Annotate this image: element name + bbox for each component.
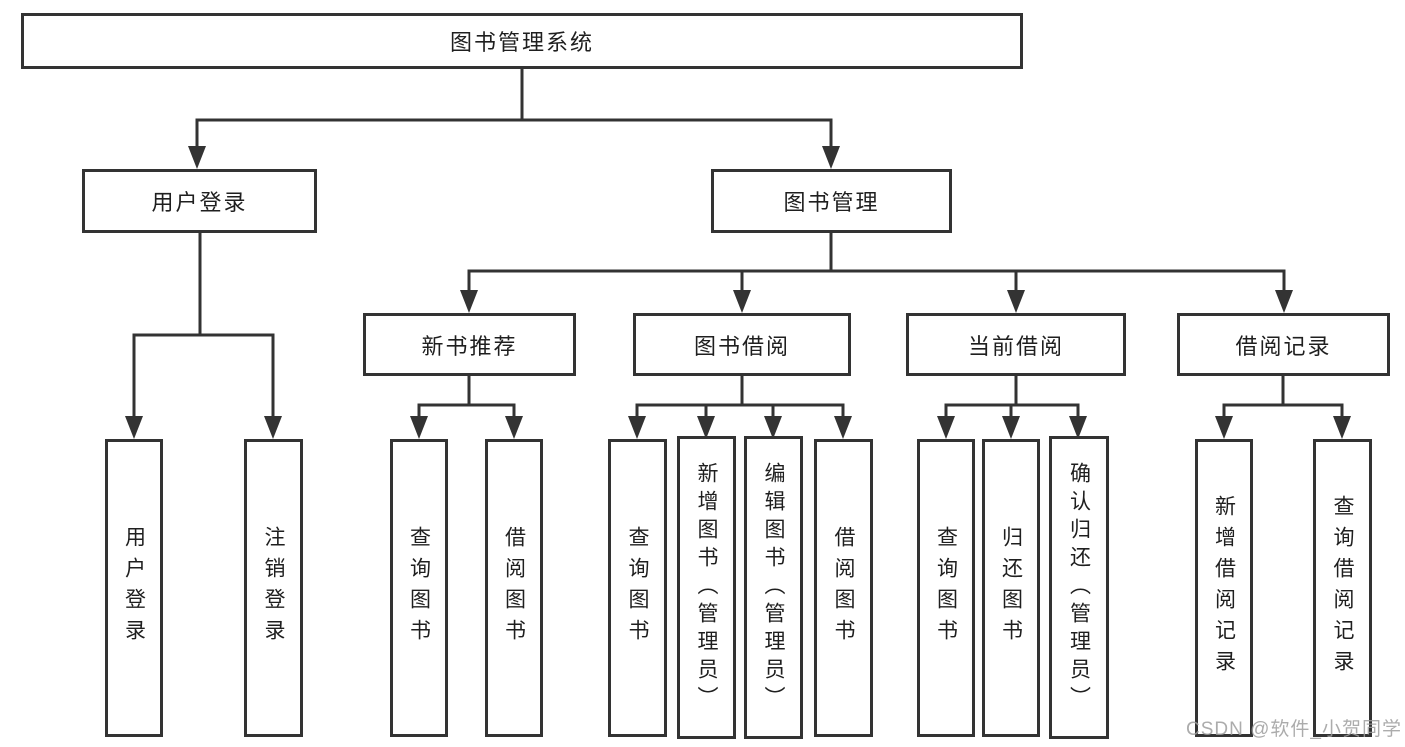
leaf-logout: 注销登录 (244, 439, 303, 737)
leaf-br-add-record-label: 新增借阅记录 (1212, 495, 1236, 681)
leaf-cb-query-books-label: 查询图书 (934, 526, 958, 650)
connector-book-management (460, 231, 1293, 313)
connector-new-book (410, 374, 523, 439)
leaf-bb-add-books-admin: 新增图书（管理员） (677, 436, 736, 739)
leaf-bb-borrow-books: 借阅图书 (814, 439, 873, 737)
leaf-br-query-record: 查询借阅记录 (1313, 439, 1372, 737)
leaf-bb-edit-books-admin-label: 编辑图书（管理员） (762, 461, 785, 714)
leaf-bb-edit-books-admin: 编辑图书（管理员） (744, 436, 803, 739)
leaf-bb-query-books: 查询图书 (608, 439, 667, 737)
leaf-cb-confirm-return-admin: 确认归还（管理员） (1049, 436, 1109, 739)
connector-borrowing-records (1215, 374, 1351, 439)
leaf-user-login-label: 用户登录 (122, 526, 146, 650)
node-user-login: 用户登录 (82, 169, 317, 233)
leaf-bb-query-books-label: 查询图书 (626, 526, 649, 650)
node-library-system: 图书管理系统 (21, 13, 1023, 69)
leaf-nb-borrow-books: 借阅图书 (485, 439, 543, 737)
leaf-cb-query-books: 查询图书 (917, 439, 975, 737)
connector-current-borrowing (937, 374, 1087, 439)
leaf-cb-confirm-return-admin-label: 确认归还（管理员） (1067, 461, 1091, 714)
node-library-system-label: 图书管理系统 (449, 30, 594, 55)
connector-book-borrowing (628, 374, 852, 439)
leaf-br-add-record: 新增借阅记录 (1195, 439, 1253, 737)
leaf-logout-label: 注销登录 (262, 526, 285, 650)
leaf-nb-query-books: 查询图书 (390, 439, 448, 737)
leaf-user-login: 用户登录 (105, 439, 163, 737)
leaf-bb-add-books-admin-label: 新增图书（管理员） (695, 461, 718, 714)
node-new-book-recommend: 新书推荐 (363, 313, 576, 376)
node-current-borrowing: 当前借阅 (906, 313, 1126, 376)
node-book-borrowing-label: 图书借阅 (693, 333, 790, 359)
watermark-text: CSDN @软件_小贺同学 (1186, 719, 1402, 740)
connector-user-login (125, 231, 282, 439)
node-borrowing-records: 借阅记录 (1177, 313, 1390, 376)
leaf-nb-query-books-label: 查询图书 (407, 526, 431, 650)
leaf-br-query-record-label: 查询借阅记录 (1331, 495, 1354, 681)
node-borrowing-records-label: 借阅记录 (1235, 333, 1332, 359)
node-book-management-label: 图书管理 (783, 190, 880, 215)
connector-root (188, 67, 840, 169)
node-user-login-label: 用户登录 (151, 190, 248, 215)
leaf-cb-return-books: 归还图书 (982, 439, 1040, 737)
leaf-cb-return-books-label: 归还图书 (999, 526, 1023, 650)
node-new-book-recommend-label: 新书推荐 (421, 333, 518, 359)
node-current-borrowing-label: 当前借阅 (967, 333, 1064, 359)
node-book-borrowing: 图书借阅 (633, 313, 851, 376)
leaf-nb-borrow-books-label: 借阅图书 (502, 526, 526, 650)
node-book-management: 图书管理 (711, 169, 952, 233)
leaf-bb-borrow-books-label: 借阅图书 (832, 526, 855, 650)
